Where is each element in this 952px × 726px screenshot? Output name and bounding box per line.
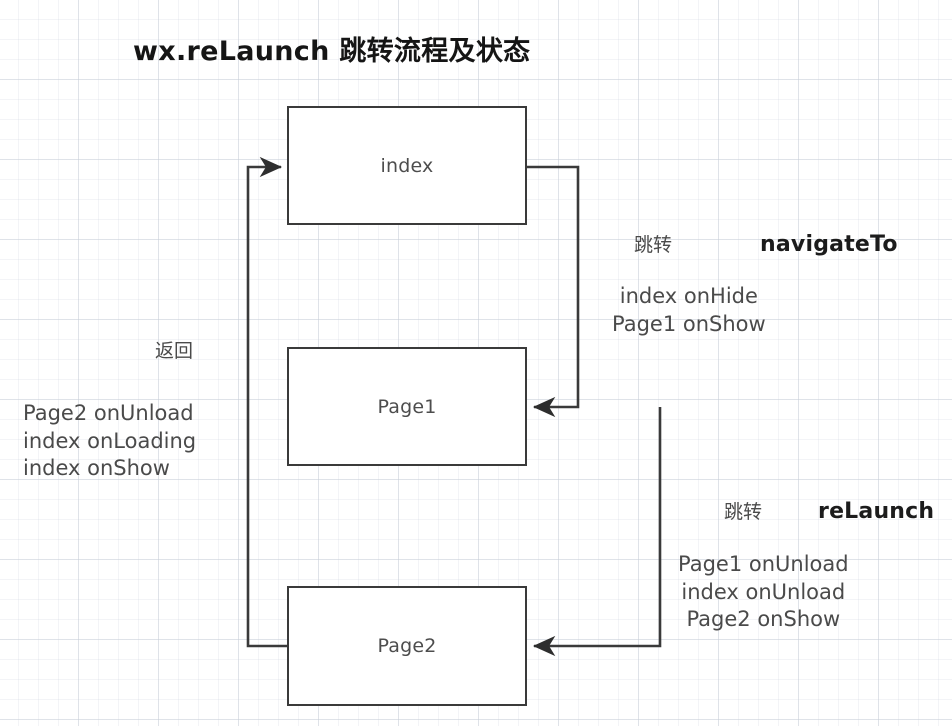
edge-page1-to-page2 (532, 407, 662, 657)
transition-navigate-to-action: 跳转 navigateTo (634, 230, 898, 257)
node-page1-label: Page1 (377, 395, 437, 418)
transition-navigate-to-lifecycle: index onHide Page1 onShow (612, 284, 766, 336)
node-page2[interactable]: Page2 (287, 586, 527, 706)
transition-back-action-zh: 返回 (155, 340, 194, 362)
transition-relaunch-action: 跳转 reLaunch (724, 497, 934, 524)
node-page2-label: Page2 (377, 635, 437, 657)
node-index[interactable]: index (287, 106, 527, 225)
transition-navigate-to-api: navigateTo (760, 232, 898, 257)
edge-page2-to-index (246, 156, 287, 648)
page-title: wx.reLaunch 跳转流程及状态 (133, 36, 531, 67)
transition-back-lifecycle: Page2 onUnload index onLoading index onS… (23, 401, 197, 481)
edge-index-to-page1 (527, 165, 580, 418)
transition-relaunch-action-zh: 跳转 (724, 501, 763, 523)
transition-navigate-to-action-zh: 跳转 (634, 234, 673, 256)
transition-relaunch-lifecycle: Page1 onUnload index onUnload Page2 onSh… (678, 552, 849, 632)
node-index-label: index (380, 154, 434, 177)
node-page1[interactable]: Page1 (287, 347, 527, 466)
transition-relaunch-api: reLaunch (818, 499, 935, 524)
